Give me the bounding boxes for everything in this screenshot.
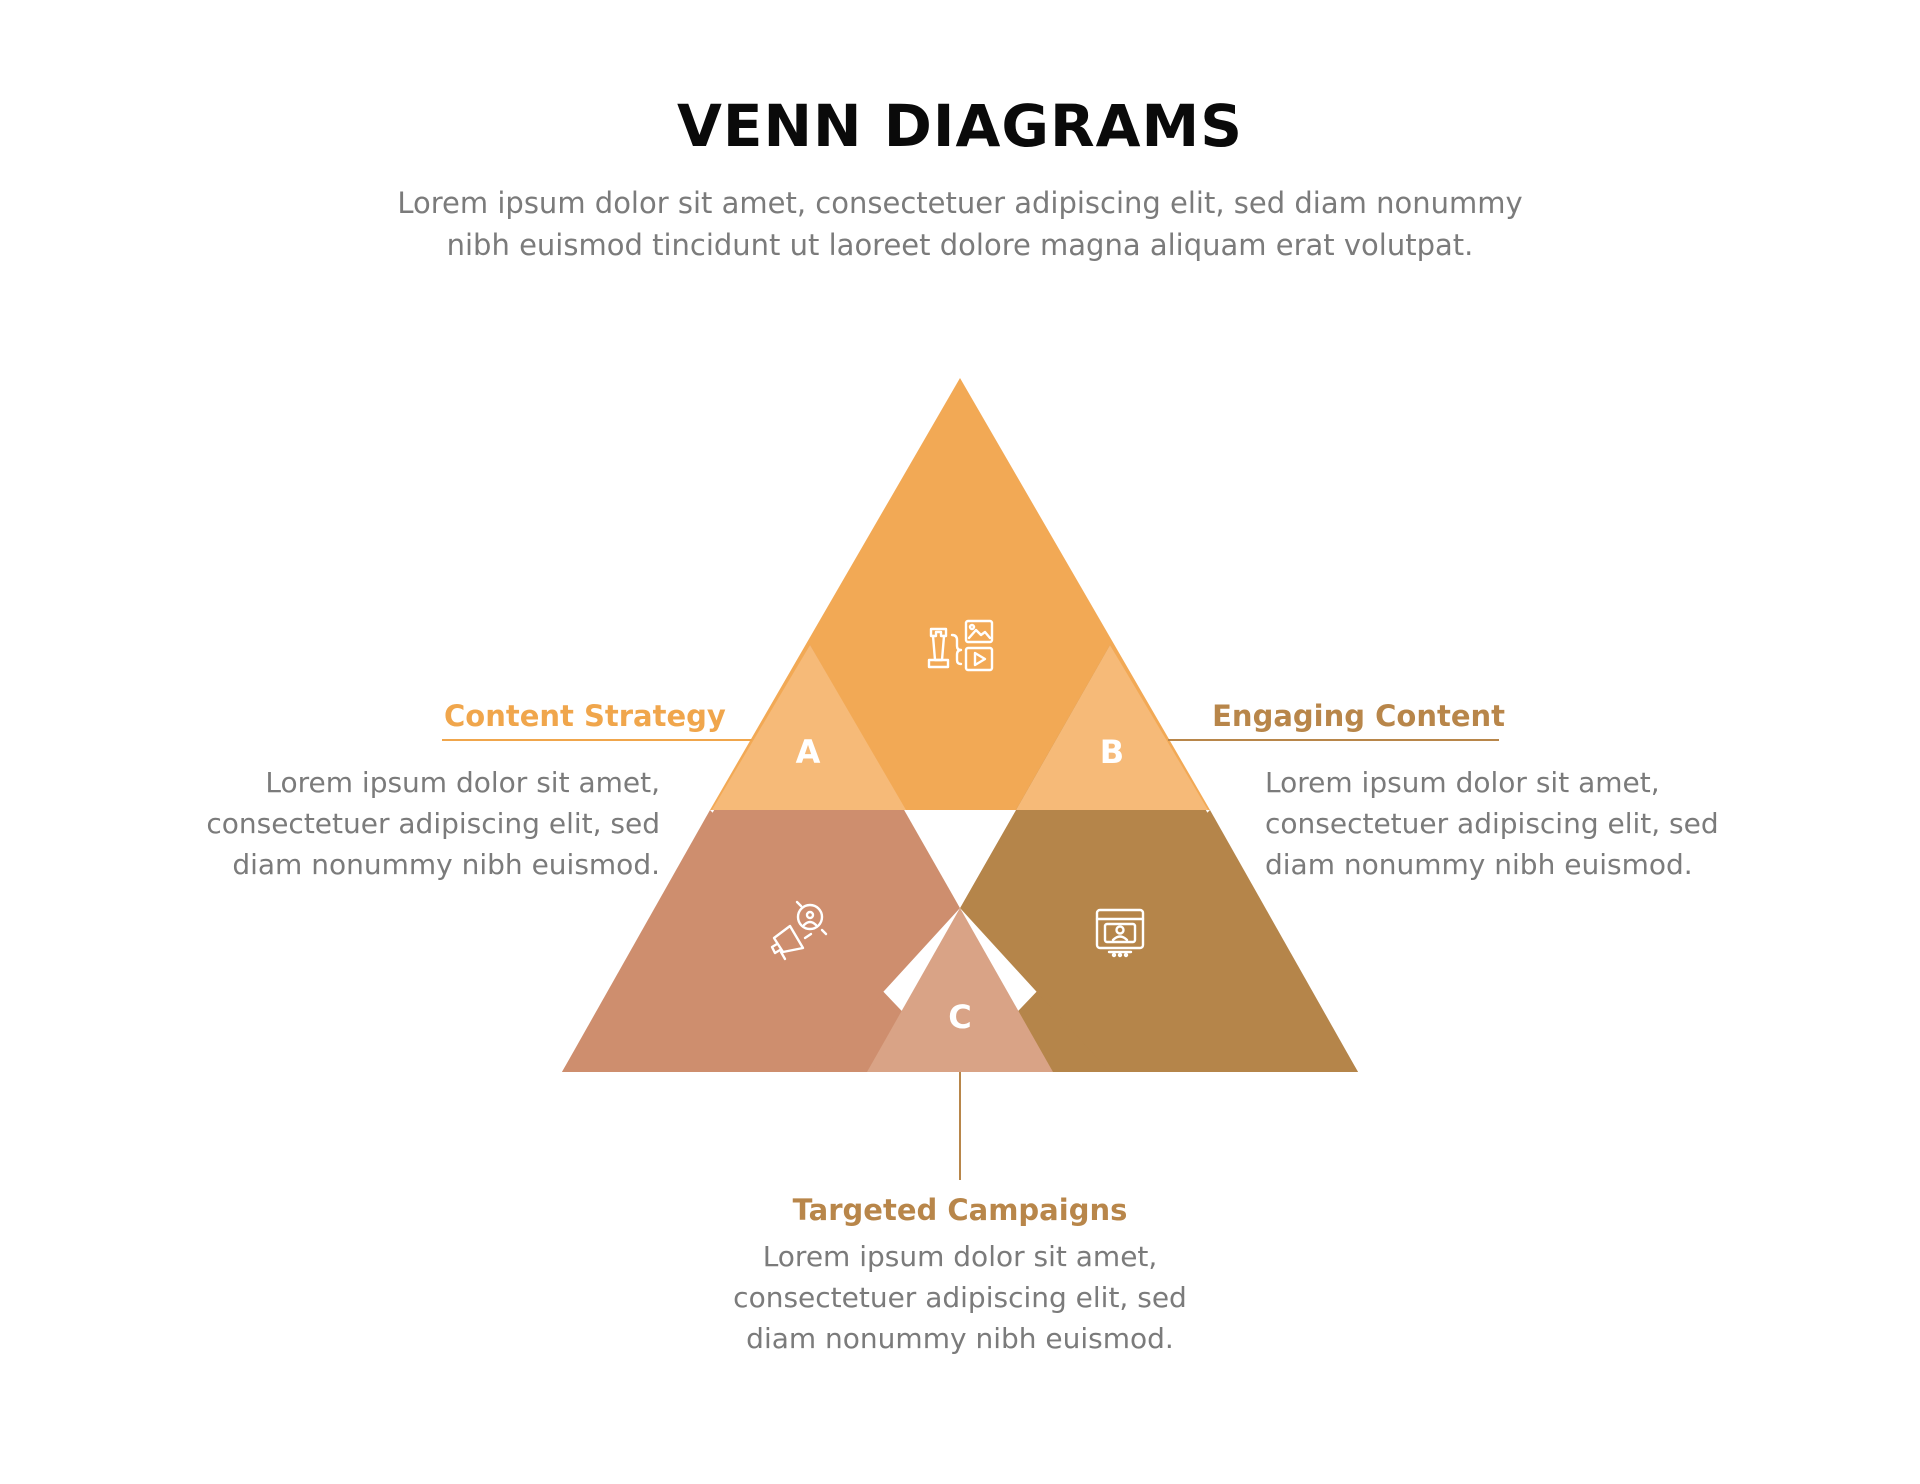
megaphone-target-icon <box>770 900 828 961</box>
subtitle-line: Lorem ipsum dolor sit amet, consectetuer… <box>397 186 1523 220</box>
section-b-text: Lorem ipsum dolor sit amet, consectetuer… <box>1265 762 1825 885</box>
section-c-line: consectetuer adipiscing elit, sed <box>733 1281 1187 1314</box>
section-a-text: Lorem ipsum dolor sit amet, consectetuer… <box>140 762 660 885</box>
subtitle-line: nibh euismod tincidunt ut laoreet dolore… <box>446 228 1474 262</box>
strategy-content-icon <box>927 619 994 672</box>
section-a-line: diam nonummy nibh euismod. <box>232 848 660 881</box>
overlap-label-a: A <box>796 733 821 771</box>
section-b-line: diam nonummy nibh euismod. <box>1265 848 1693 881</box>
section-c-text: Lorem ipsum dolor sit amet, consectetuer… <box>640 1236 1280 1359</box>
overlap-c <box>867 908 1053 1072</box>
browser-profile-icon <box>1095 908 1145 958</box>
center-gap <box>906 810 1016 908</box>
section-a-line: Lorem ipsum dolor sit amet, <box>265 766 660 799</box>
section-c-line: Lorem ipsum dolor sit amet, <box>762 1240 1158 1273</box>
section-c-heading: Targeted Campaigns <box>792 1193 1128 1227</box>
overlap-a <box>712 645 906 810</box>
section-b-heading: Engaging Content <box>1212 699 1505 733</box>
section-a-heading: Content Strategy <box>444 699 726 733</box>
section-b-line: consectetuer adipiscing elit, sed <box>1265 807 1719 840</box>
page-subtitle: Lorem ipsum dolor sit amet, consectetuer… <box>360 182 1560 266</box>
section-c-line: diam nonummy nibh euismod. <box>746 1322 1174 1355</box>
overlap-b <box>1016 645 1208 810</box>
overlap-label-c: C <box>948 998 971 1036</box>
page-title: VENN DIAGRAMS <box>676 92 1244 160</box>
section-b-line: Lorem ipsum dolor sit amet, <box>1265 766 1660 799</box>
section-a-line: consectetuer adipiscing elit, sed <box>206 807 660 840</box>
overlap-label-b: B <box>1100 733 1124 771</box>
